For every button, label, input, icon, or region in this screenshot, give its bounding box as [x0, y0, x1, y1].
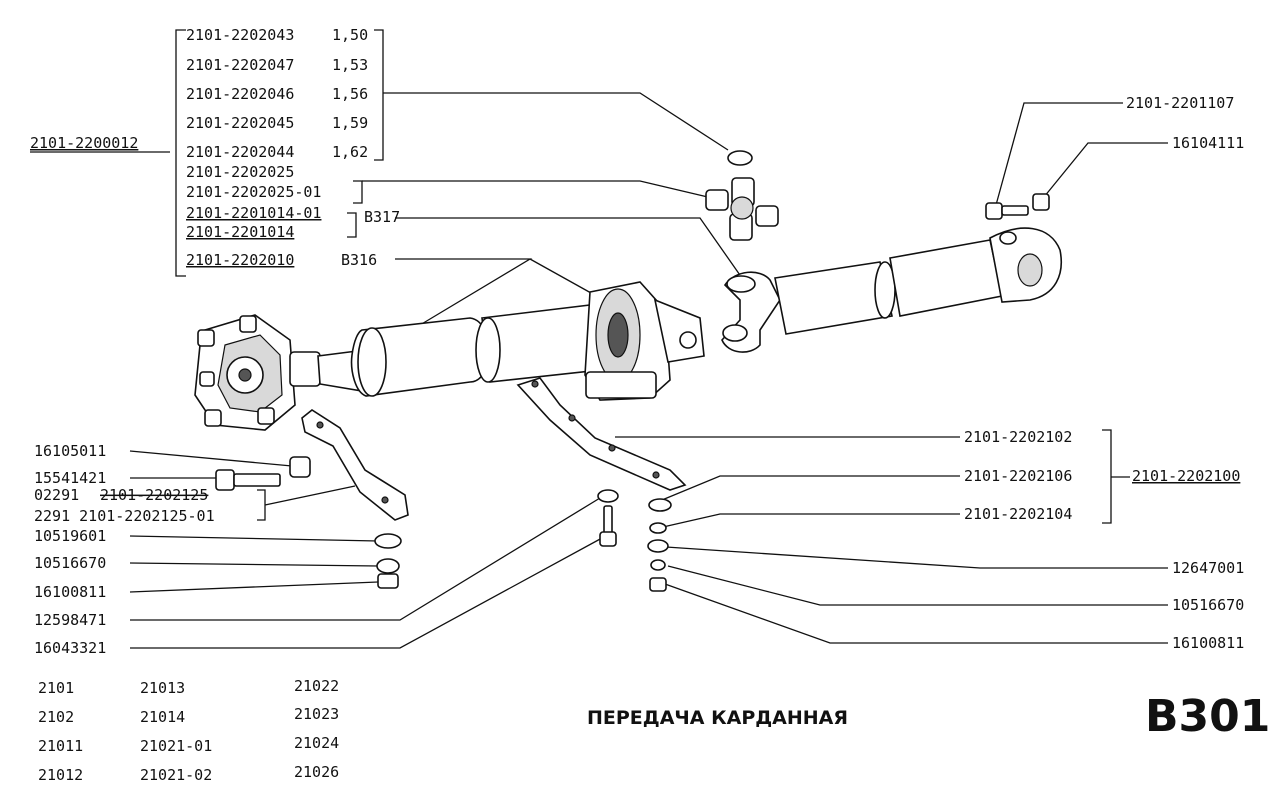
sleeve-size-3: 1,56 — [332, 85, 368, 103]
model-cell: 21023 — [294, 705, 339, 723]
left-item-2: 15541421 — [34, 469, 106, 487]
left-item-5: 16100811 — [34, 583, 106, 601]
elastic-coupling — [194, 314, 296, 431]
model-cell: 21012 — [38, 766, 83, 784]
washers-right — [647, 498, 672, 592]
bolt-nut-left — [215, 456, 311, 491]
left-item-3: 10519601 — [34, 527, 106, 545]
page-code: B301 — [1145, 691, 1270, 742]
right-group-item-2: 2101-2202106 — [964, 467, 1072, 485]
diagram-caption: ПЕРЕДАЧА КАРДАННАЯ — [587, 707, 848, 729]
center-bolt — [597, 489, 619, 547]
model-cell: 21021-02 — [140, 766, 212, 784]
left-item-6: 12598471 — [34, 611, 106, 629]
model-cell: 21014 — [140, 708, 185, 726]
top-bolt-label: 2101-2201107 — [1126, 94, 1234, 112]
model-cell: 21011 — [38, 737, 83, 755]
support-bearing — [584, 281, 705, 401]
sleeve-size-2: 1,53 — [332, 56, 368, 74]
model-cell: 21013 — [140, 679, 185, 697]
left-item-4: 10516670 — [34, 554, 106, 572]
mounting-strap-right — [516, 377, 687, 491]
model-cell: 21022 — [294, 677, 339, 695]
model-cell: 2101 — [38, 679, 74, 697]
right-group-label: 2101-2202100 — [1132, 467, 1240, 485]
yoke-label-b: 2101-2201014 — [186, 223, 294, 241]
right-item-1: 12647001 — [1172, 559, 1244, 577]
right-item-3: 16100811 — [1172, 634, 1244, 652]
yoke-label-a: 2101-2201014-01 — [186, 204, 321, 222]
rear-shaft — [721, 227, 1062, 353]
sleeve-size-1: 1,50 — [332, 26, 368, 44]
circlip — [727, 150, 753, 166]
sleeve-part-1: 2101-2202043 — [186, 26, 294, 44]
front-shaft — [289, 304, 601, 397]
right-group-item-3: 2101-2202104 — [964, 505, 1072, 523]
top-bolt-nut — [985, 193, 1050, 220]
leader-lines — [30, 29, 1168, 649]
bracket-line-2: 2291 2101-2202125-01 — [34, 507, 215, 525]
sleeve-part-2: 2101-2202047 — [186, 56, 294, 74]
sleeve-part-5: 2101-2202044 — [186, 143, 294, 161]
label-layer: 2101-2200012 2101-2202043 1,50 2101-2202… — [30, 26, 1270, 784]
models-table: 2101 21013 21022 2102 21014 21023 21011 … — [38, 677, 339, 784]
shaft-ref: B316 — [341, 251, 377, 269]
sleeve-size-5: 1,62 — [332, 143, 368, 161]
mounting-bracket-left — [301, 409, 409, 521]
model-cell: 2102 — [38, 708, 74, 726]
bracket-code-1: 02291 — [34, 486, 79, 504]
right-item-2: 10516670 — [1172, 596, 1244, 614]
sleeve-part-4: 2101-2202045 — [186, 114, 294, 132]
sleeve-size-4: 1,59 — [332, 114, 368, 132]
model-cell: 21024 — [294, 734, 339, 752]
sleeve-part-3: 2101-2202046 — [186, 85, 294, 103]
washers-left — [374, 533, 402, 589]
universal-joint-cross — [705, 177, 779, 241]
yoke-ref: B317 — [364, 208, 400, 226]
left-item-1: 16105011 — [34, 442, 106, 460]
right-group-item-1: 2101-2202102 — [964, 428, 1072, 446]
cross-label-a: 2101-2202025 — [186, 163, 294, 181]
parts-illustration — [194, 150, 1062, 592]
model-cell: 21026 — [294, 763, 339, 781]
bracket-part-1: 2101-2202125 — [100, 486, 208, 504]
top-nut-label: 16104111 — [1172, 134, 1244, 152]
model-cell: 21021-01 — [140, 737, 212, 755]
left-item-7: 16043321 — [34, 639, 106, 657]
cross-label-b: 2101-2202025-01 — [186, 183, 321, 201]
assembly-label: 2101-2200012 — [30, 134, 138, 152]
shaft-label: 2101-2202010 — [186, 251, 294, 269]
